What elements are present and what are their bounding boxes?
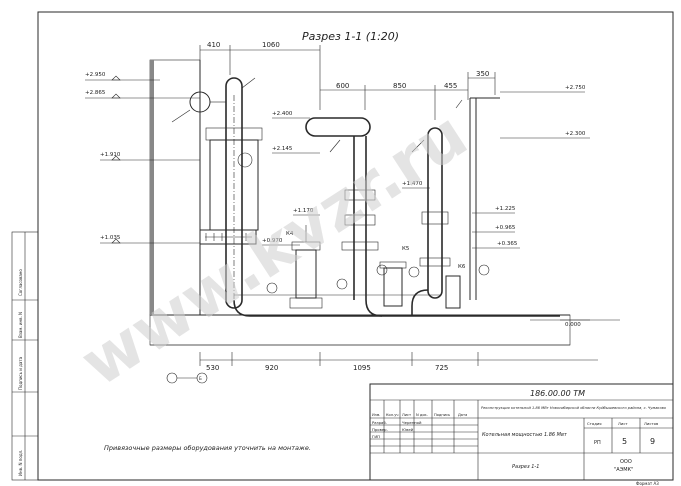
mid-level-marks: +2.400 +2.145 +1.170 +0.970 +1.470 xyxy=(262,111,430,246)
dim-bottom-920: 920 xyxy=(265,364,278,372)
dim-bottom-725: 725 xyxy=(435,364,448,372)
tb-header-sign: Подпись xyxy=(434,413,450,417)
pump-k6 xyxy=(445,275,461,309)
left-level-marks: +2.950 +2.865 +1.910 +1.035 xyxy=(85,72,200,244)
piping: К4 К5 К6 xyxy=(189,77,560,317)
role-developer: Разраб. xyxy=(372,420,387,425)
name-developer: Черепной xyxy=(402,420,422,425)
level-1910: +1.910 xyxy=(100,152,121,158)
level-1035: +1.035 xyxy=(100,235,121,241)
tb-header-kol: Кол.уч xyxy=(386,413,398,417)
dim-top-850: 850 xyxy=(393,82,406,90)
sheet-name: Разрез 1-1 xyxy=(512,464,539,470)
axis-marker xyxy=(166,372,178,384)
bottom-dimension-chain: 530 920 1095 725 Б xyxy=(166,352,598,384)
level-2750: +2.750 xyxy=(565,85,586,91)
object-name: Котельная мощностью 1.86 Мвт xyxy=(482,432,568,438)
tb-header-date: Дата xyxy=(458,413,467,417)
section-title: Разрез 1-1 (1:20) xyxy=(302,30,399,43)
pipe-callouts xyxy=(171,77,463,153)
pump-label-k5: К5 xyxy=(402,246,410,252)
project-name: Реконструкция котельной 1.86 МВт Новосиб… xyxy=(481,406,667,410)
tb-header-list: Лист xyxy=(402,413,411,417)
dim-top-600: 600 xyxy=(336,82,349,90)
sheets-value: 9 xyxy=(650,437,655,446)
level-1225: +1.225 xyxy=(495,206,516,212)
pump-label-k6: К6 xyxy=(458,264,466,270)
dim-top-350: 350 xyxy=(476,70,489,78)
sheets-label: Листов xyxy=(644,421,659,426)
dim-bottom-530: 530 xyxy=(206,364,219,372)
role-chief: ГИП xyxy=(372,434,380,439)
title-block: 186.00.00 ТМ Реконструкция котельной 1.8… xyxy=(369,383,674,486)
role-checker: Провер. xyxy=(372,427,388,432)
top-dimension-chain: 410 1060 600 850 455 350 xyxy=(199,41,496,120)
level-2950: +2.950 xyxy=(85,72,106,78)
strip-label-replace: Взам. инв. N xyxy=(18,312,23,338)
level-2145: +2.145 xyxy=(272,146,293,152)
level-1470: +1.470 xyxy=(402,181,423,187)
installation-note: Привязочные размеры оборудования уточнит… xyxy=(104,444,311,452)
dim-top-1060: 1060 xyxy=(262,41,280,49)
stage-value: РП xyxy=(594,440,601,446)
dim-bottom-1095: 1095 xyxy=(353,364,371,372)
pump-label-k4: К4 xyxy=(286,231,294,237)
strip-label-inventory: Инв. N подл. xyxy=(18,450,23,476)
sheet-value: 5 xyxy=(622,437,627,446)
company-line-1: ООО xyxy=(620,459,632,465)
level-2865: +2.865 xyxy=(85,90,106,96)
axis-label-b: Б xyxy=(199,376,202,381)
strip-label-agreed: Согласовано xyxy=(18,269,23,296)
tb-header-doc: N док. xyxy=(416,413,428,417)
name-checker: Ювей xyxy=(402,427,414,432)
sheet-label: Лист xyxy=(618,421,628,426)
paper-format: Формат А3 xyxy=(636,481,659,486)
tb-header-izm: Изм. xyxy=(372,413,380,417)
level-0365: +0.365 xyxy=(497,241,518,247)
stage-label: Стадия xyxy=(587,421,602,426)
level-0965: +0.965 xyxy=(495,225,516,231)
level-2300: +2.300 xyxy=(565,131,586,137)
dim-top-410: 410 xyxy=(207,41,220,49)
watermark: www.kvzr.ru xyxy=(68,98,480,401)
level-1170: +1.170 xyxy=(293,208,314,214)
left-approval-strip: Согласовано Взам. инв. N Подпись и дата … xyxy=(11,231,39,481)
pump-k5 xyxy=(383,267,403,307)
level-0970: +0.970 xyxy=(262,238,283,244)
doc-code: 186.00.00 ТМ xyxy=(530,389,585,398)
dim-top-455: 455 xyxy=(444,82,457,90)
level-0000: 0.000 xyxy=(565,322,581,328)
level-2400: +2.400 xyxy=(272,111,293,117)
company-line-2: "АЭМК" xyxy=(614,467,633,473)
right-level-marks: +2.750 +2.300 +1.225 +0.965 +0.365 0.000 xyxy=(472,85,590,328)
strip-label-signature: Подпись и дата xyxy=(18,356,23,390)
